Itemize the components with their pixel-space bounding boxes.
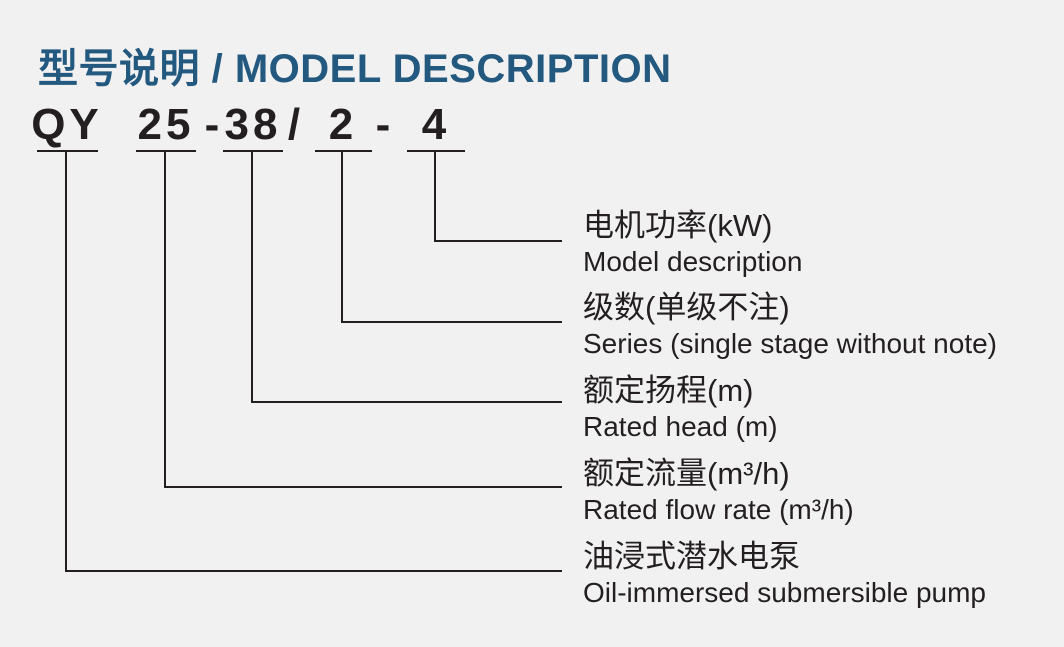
model-code-flow: 25 <box>137 100 195 149</box>
connector-vertical-power <box>434 151 436 242</box>
label-rated-flow-en: Rated flow rate (m³/h) <box>583 494 854 525</box>
model-code-stages: 2 <box>328 100 358 149</box>
model-code-separator: - <box>375 100 391 149</box>
connector-horizontal-power <box>434 240 562 242</box>
model-code-power: 4 <box>421 100 451 149</box>
connector-horizontal-head <box>251 401 562 403</box>
page-title: 型号说明 / MODEL DESCRIPTION <box>38 47 672 91</box>
connector-vertical-head <box>251 151 253 403</box>
underline-head <box>223 150 283 152</box>
label-series-cn: 级数(单级不注) <box>583 290 790 325</box>
label-motor-power-en: Model description <box>583 246 803 277</box>
label-rated-flow-cn: 额定流量(m³/h) <box>583 456 790 491</box>
connector-horizontal-prefix <box>65 570 562 572</box>
connector-vertical-stages <box>341 151 343 323</box>
model-code-head: 38 <box>224 100 282 149</box>
label-pump-type: 油浸式潜水电泵 Oil-immersed submersible pump <box>583 538 986 609</box>
model-code-separator: / <box>287 100 301 149</box>
underline-power <box>407 150 465 152</box>
label-motor-power-cn: 电机功率(kW) <box>583 208 773 243</box>
label-pump-type-cn: 油浸式潜水电泵 <box>583 539 800 574</box>
label-series: 级数(单级不注) Series (single stage without no… <box>583 289 997 360</box>
label-rated-head-en: Rated head (m) <box>583 411 778 442</box>
label-rated-flow: 额定流量(m³/h) Rated flow rate (m³/h) <box>583 455 854 526</box>
connector-vertical-prefix <box>65 151 67 572</box>
label-rated-head-cn: 额定扬程(m) <box>583 373 754 408</box>
label-pump-type-en: Oil-immersed submersible pump <box>583 577 987 608</box>
underline-stages <box>315 150 372 152</box>
label-rated-head: 额定扬程(m) Rated head (m) <box>583 372 778 443</box>
underline-flow <box>136 150 196 152</box>
underline-prefix <box>37 150 98 152</box>
connector-horizontal-flow <box>164 486 562 488</box>
model-code-separator: - <box>204 100 220 149</box>
label-series-en: Series (single stage without note) <box>583 328 997 359</box>
connector-horizontal-stages <box>341 321 562 323</box>
model-code-prefix: QY <box>31 100 103 149</box>
label-motor-power: 电机功率(kW) Model description <box>583 207 802 278</box>
connector-vertical-flow <box>164 151 166 488</box>
